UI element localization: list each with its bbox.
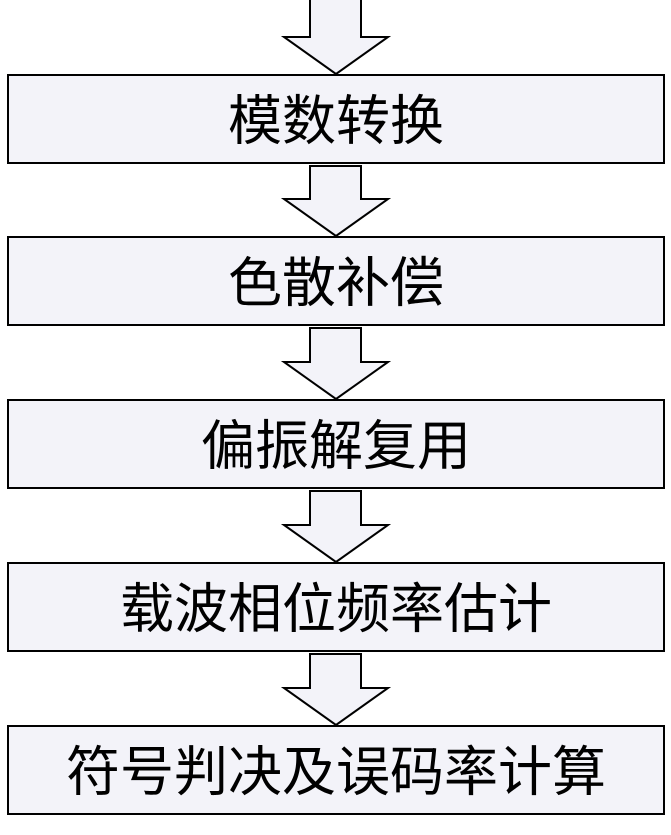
step-box-1: 模数转换	[7, 74, 665, 164]
step-rect	[7, 399, 665, 489]
step-rect	[7, 725, 665, 815]
step-box-2: 色散补偿	[7, 236, 665, 326]
step-label: 偏振解复用	[201, 415, 471, 478]
step-box-4: 载波相位频率估计	[7, 562, 665, 652]
down-arrow-5	[280, 653, 392, 727]
down-arrow-4	[280, 490, 392, 564]
step-rect	[7, 562, 665, 652]
step-label: 载波相位频率估计	[120, 578, 552, 641]
down-arrow-1	[280, 0, 392, 76]
down-arrow-3	[280, 327, 392, 401]
step-label: 模数转换	[228, 90, 444, 153]
step-box-3: 偏振解复用	[7, 399, 665, 489]
step-rect	[7, 236, 665, 326]
down-arrow-2	[280, 165, 392, 238]
step-box-5: 符号判决及误码率计算	[7, 725, 665, 815]
step-rect	[7, 74, 665, 164]
step-label: 色散补偿	[228, 252, 444, 315]
step-label: 符号判决及误码率计算	[66, 741, 606, 804]
